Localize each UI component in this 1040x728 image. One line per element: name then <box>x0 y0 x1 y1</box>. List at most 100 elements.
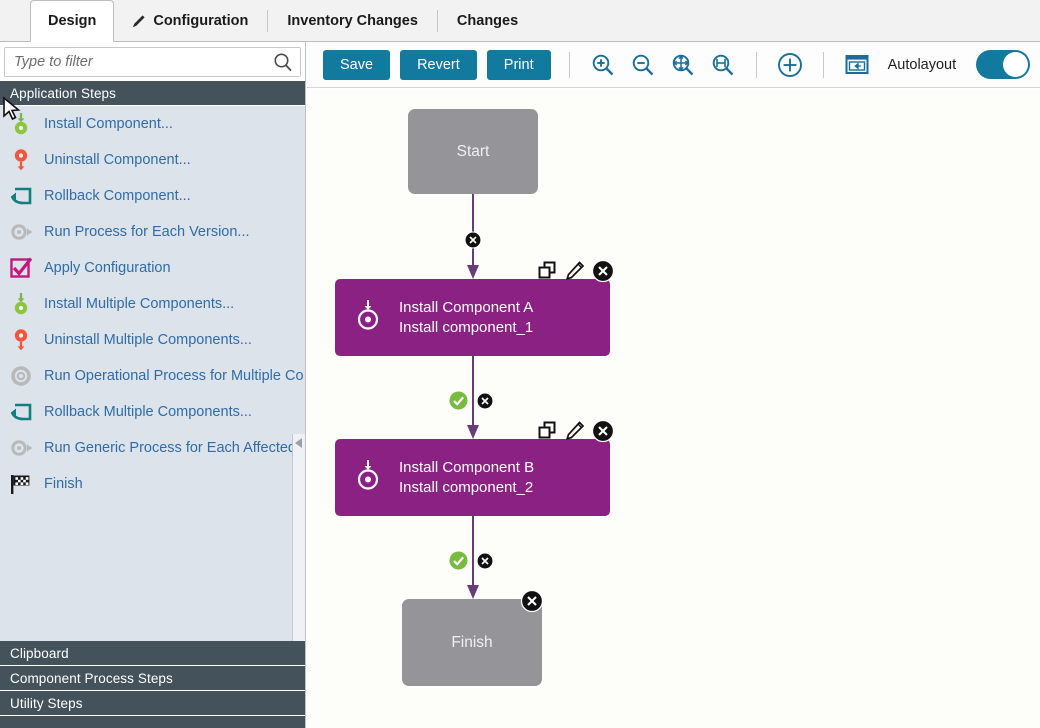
install-component-icon <box>353 458 383 497</box>
run-process-icon <box>8 435 34 461</box>
connector-layer <box>467 194 479 599</box>
step-run-operational-process-multiple[interactable]: Run Operational Process for Multiple Co <box>0 358 305 394</box>
delete-connector-icon[interactable] <box>476 392 494 415</box>
step-run-process-each-version[interactable]: Run Process for Each Version... <box>0 214 305 250</box>
rollback-component-icon <box>8 399 34 425</box>
step-label: Install Multiple Components... <box>44 296 235 312</box>
sidebar-bottom-sections: Clipboard Component Process Steps Utilit… <box>0 641 305 728</box>
success-check-icon[interactable] <box>449 391 468 415</box>
delete-icon[interactable] <box>591 419 615 448</box>
copy-icon[interactable] <box>537 260 559 287</box>
autolayout-label: Autolayout <box>887 56 957 73</box>
sidebar-footer-bar <box>0 716 305 728</box>
step-uninstall-multiple-components[interactable]: Uninstall Multiple Components... <box>0 322 305 358</box>
run-process-icon <box>8 219 34 245</box>
node-title: Install Component B <box>399 458 535 476</box>
section-utility-steps[interactable]: Utility Steps <box>0 691 305 716</box>
search-icon[interactable] <box>271 51 295 75</box>
revert-button[interactable]: Revert <box>400 49 477 80</box>
tab-design[interactable]: Design <box>30 0 115 42</box>
step-label: Run Operational Process for Multiple Co <box>44 368 304 384</box>
step-label: Uninstall Component... <box>44 152 191 168</box>
pencil-icon <box>131 14 146 29</box>
apply-configuration-icon <box>8 255 34 281</box>
tab-divider <box>267 10 269 32</box>
tab-bar: Design Configuration Inventory Changes C… <box>0 0 1040 42</box>
sidebar-horizontal-scroll-indicator[interactable] <box>292 434 305 641</box>
filter-box <box>4 47 301 77</box>
step-install-component[interactable]: Install Component... <box>0 106 305 142</box>
zoom-fit-width-icon[interactable] <box>708 50 738 80</box>
canvas-toolbar: Save Revert Print <box>307 42 1040 88</box>
step-label: Uninstall Multiple Components... <box>44 332 252 348</box>
tab-changes-label: Changes <box>456 12 519 29</box>
zoom-out-icon[interactable] <box>628 50 658 80</box>
delete-icon[interactable] <box>591 259 615 288</box>
install-component-icon <box>8 111 34 137</box>
node-finish[interactable]: Finish <box>402 599 542 686</box>
step-rollback-component[interactable]: Rollback Component... <box>0 178 305 214</box>
mouse-cursor <box>3 96 21 121</box>
node-title: Install Component A <box>399 298 534 316</box>
zoom-in-icon[interactable] <box>588 50 618 80</box>
section-component-process-steps[interactable]: Component Process Steps <box>0 666 305 691</box>
section-application-steps[interactable]: Application Steps <box>0 81 305 106</box>
step-label: Rollback Multiple Components... <box>44 404 252 420</box>
node-start-label: Start <box>456 142 490 160</box>
step-label: Install Component... <box>44 116 173 132</box>
rollback-component-icon <box>8 183 34 209</box>
step-finish[interactable]: Finish <box>0 466 305 502</box>
tab-configuration-label: Configuration <box>153 12 249 29</box>
node-tools-step1 <box>537 259 615 288</box>
print-button[interactable]: Print <box>486 49 551 80</box>
step-label: Rollback Component... <box>44 188 191 204</box>
chevron-left-icon <box>295 438 302 448</box>
filter-container <box>0 42 305 81</box>
process-design-canvas[interactable]: Start Install Component A In <box>307 89 1040 728</box>
node-install-component-b[interactable]: Install Component B Install component_2 <box>335 439 610 516</box>
step-label: Run Process for Each Version... <box>44 224 250 240</box>
step-install-multiple-components[interactable]: Install Multiple Components... <box>0 286 305 322</box>
node-subtitle: Install component_1 <box>399 318 534 336</box>
tab-inventory-changes-label: Inventory Changes <box>287 12 418 29</box>
tab-configuration[interactable]: Configuration <box>114 0 265 41</box>
gear-icon <box>8 363 34 389</box>
toolbar-divider <box>822 51 824 78</box>
tab-changes[interactable]: Changes <box>440 0 535 41</box>
finish-flag-icon <box>8 471 34 497</box>
delete-icon[interactable] <box>520 589 544 618</box>
step-run-generic-process-each-affected[interactable]: Run Generic Process for Each Affected <box>0 430 305 466</box>
save-button[interactable]: Save <box>323 49 391 80</box>
step-apply-configuration[interactable]: Apply Configuration <box>0 250 305 286</box>
section-utility-steps-label: Utility Steps <box>10 695 83 711</box>
success-check-icon[interactable] <box>449 551 468 575</box>
copy-icon[interactable] <box>537 420 559 447</box>
search-input[interactable] <box>5 48 300 76</box>
delete-connector-icon[interactable] <box>476 552 494 575</box>
step-rollback-multiple-components[interactable]: Rollback Multiple Components... <box>0 394 305 430</box>
node-subtitle: Install component_2 <box>399 478 534 496</box>
add-step-icon[interactable] <box>775 50 805 80</box>
zoom-fit-icon[interactable] <box>668 50 698 80</box>
tab-inventory-changes[interactable]: Inventory Changes <box>270 0 435 41</box>
edit-icon[interactable] <box>564 420 586 447</box>
install-component-icon <box>353 298 383 337</box>
section-component-process-steps-label: Component Process Steps <box>10 670 173 686</box>
tab-divider <box>436 10 438 32</box>
autolayout-toggle[interactable] <box>976 50 1031 79</box>
node-install-component-a[interactable]: Install Component A Install component_1 <box>335 279 610 356</box>
delete-connector-icon[interactable] <box>464 231 482 254</box>
uninstall-component-icon <box>8 147 34 173</box>
node-text-block: Install Component B Install component_2 <box>399 458 534 498</box>
edit-icon[interactable] <box>564 260 586 287</box>
section-clipboard[interactable]: Clipboard <box>0 641 305 666</box>
step-label: Apply Configuration <box>44 260 171 276</box>
step-uninstall-component[interactable]: Uninstall Component... <box>0 142 305 178</box>
node-tools-step2 <box>537 419 615 448</box>
properties-panel-icon[interactable] <box>842 50 872 80</box>
section-clipboard-label: Clipboard <box>10 645 69 661</box>
autolayout-toggle-knob <box>1003 52 1029 77</box>
tab-design-label: Design <box>48 13 97 29</box>
node-start[interactable]: Start <box>408 109 538 194</box>
